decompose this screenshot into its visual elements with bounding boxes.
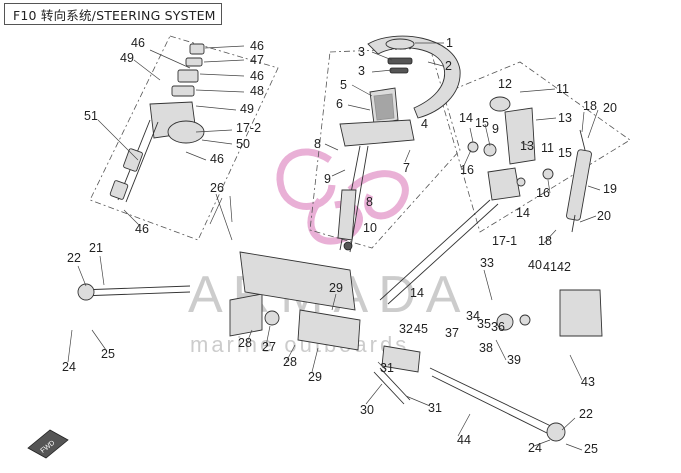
callout-9a: 9 bbox=[324, 172, 331, 186]
callout-labels: 1 2 3 3 4 5 6 7 8 8 9 9 10 11 11 12 13 1… bbox=[62, 36, 617, 456]
callout-11b: 11 bbox=[541, 141, 554, 155]
callout-14a: 14 bbox=[459, 111, 473, 125]
callout-24b: 24 bbox=[528, 441, 542, 455]
callout-8b: 8 bbox=[366, 195, 373, 209]
callout-4: 4 bbox=[421, 117, 428, 131]
callout-16b: 16 bbox=[536, 186, 550, 200]
callout-48: 48 bbox=[250, 84, 264, 98]
callout-17-1: 17-1 bbox=[492, 234, 517, 248]
callout-24a: 24 bbox=[62, 360, 76, 374]
callout-3a: 3 bbox=[358, 45, 365, 59]
callout-20b: 20 bbox=[597, 209, 611, 223]
callout-35: 35 bbox=[477, 317, 491, 331]
callout-10: 10 bbox=[363, 221, 377, 235]
callout-25b: 25 bbox=[584, 442, 598, 456]
callout-3b: 3 bbox=[358, 64, 365, 78]
callout-47: 47 bbox=[250, 53, 264, 67]
callout-36: 36 bbox=[491, 320, 505, 334]
diagram-title: F10 转向系统/STEERING SYSTEM bbox=[4, 3, 222, 25]
callout-29b: 29 bbox=[308, 370, 322, 384]
callout-46b: 46 bbox=[250, 39, 264, 53]
callout-14c: 14 bbox=[410, 286, 424, 300]
callout-20a: 20 bbox=[603, 101, 617, 115]
callout-15b: 15 bbox=[558, 146, 572, 160]
callout-21: 21 bbox=[89, 241, 103, 255]
callout-40: 40 bbox=[528, 258, 542, 272]
callout-14b: 14 bbox=[516, 206, 530, 220]
callout-11a: 11 bbox=[556, 82, 569, 96]
callout-46e: 46 bbox=[135, 222, 149, 236]
callout-26: 26 bbox=[210, 181, 224, 195]
callout-44: 44 bbox=[457, 433, 471, 447]
callout-19: 19 bbox=[603, 182, 617, 196]
callout-8a: 8 bbox=[314, 137, 321, 151]
callout-27: 27 bbox=[262, 340, 276, 354]
callout-50: 50 bbox=[236, 137, 250, 151]
callout-49a: 49 bbox=[120, 51, 134, 65]
steering-wheel bbox=[337, 35, 461, 253]
callout-7: 7 bbox=[403, 161, 410, 175]
tilt-column-assembly bbox=[379, 96, 592, 305]
callout-25a: 25 bbox=[101, 347, 115, 361]
callout-51: 51 bbox=[84, 109, 98, 123]
callout-17-2: 17-2 bbox=[236, 121, 261, 135]
callout-32: 32 bbox=[399, 322, 413, 336]
callout-31b: 31 bbox=[428, 401, 442, 415]
callout-15a: 15 bbox=[475, 116, 489, 130]
callout-34: 34 bbox=[466, 309, 480, 323]
callout-46c: 46 bbox=[250, 69, 264, 83]
callout-18b: 18 bbox=[538, 234, 552, 248]
callout-9b: 9 bbox=[492, 122, 499, 136]
callout-39: 39 bbox=[507, 353, 521, 367]
callout-18a: 18 bbox=[583, 99, 597, 113]
callout-28a: 28 bbox=[238, 336, 252, 350]
callout-46d: 46 bbox=[210, 152, 224, 166]
steering-column-assembly bbox=[109, 43, 205, 203]
callout-46a: 46 bbox=[131, 36, 145, 50]
callout-41: 41 bbox=[543, 260, 557, 274]
callout-22b: 22 bbox=[579, 407, 593, 421]
forward-arrow: FWD bbox=[27, 429, 69, 459]
callout-42: 42 bbox=[557, 260, 571, 274]
callout-12: 12 bbox=[498, 77, 512, 91]
callout-1: 1 bbox=[446, 36, 453, 50]
callout-22a: 22 bbox=[67, 251, 81, 265]
callout-38: 38 bbox=[479, 341, 493, 355]
leader-lines bbox=[67, 42, 601, 451]
callout-33: 33 bbox=[480, 256, 494, 270]
callout-29a: 29 bbox=[329, 281, 343, 295]
callout-43: 43 bbox=[581, 375, 595, 389]
callout-30: 30 bbox=[360, 403, 374, 417]
group-box-17-1 bbox=[439, 61, 631, 233]
callout-5: 5 bbox=[340, 78, 347, 92]
callout-31a: 31 bbox=[380, 361, 394, 375]
callout-28b: 28 bbox=[283, 355, 297, 369]
callout-13a: 13 bbox=[558, 111, 572, 125]
steering-rack-assembly bbox=[77, 251, 603, 442]
callout-13b: 13 bbox=[520, 139, 534, 153]
callout-45: 45 bbox=[414, 322, 428, 336]
callout-49b: 49 bbox=[240, 102, 254, 116]
callout-6: 6 bbox=[336, 97, 343, 111]
callout-37: 37 bbox=[445, 326, 459, 340]
group-box-17-2 bbox=[89, 35, 279, 241]
callout-2: 2 bbox=[445, 59, 452, 73]
